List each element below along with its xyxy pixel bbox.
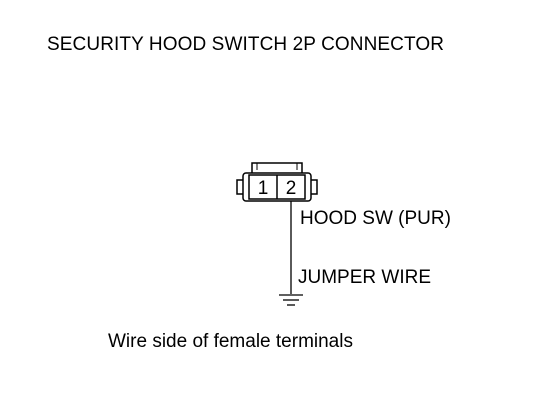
connector-body <box>242 172 312 202</box>
connector-ear-left <box>236 179 243 195</box>
connector-ear-right <box>311 179 318 195</box>
connector-latch <box>251 162 303 173</box>
diagram-title: SECURITY HOOD SWITCH 2P CONNECTOR <box>47 34 445 55</box>
diagram-caption: Wire side of female terminals <box>108 331 353 352</box>
pin-2-label: 2 <box>286 178 297 199</box>
hood-sw-wire-label: HOOD SW (PUR) <box>300 208 451 229</box>
ground-symbol-icon <box>279 294 303 306</box>
connector-2p <box>236 162 318 202</box>
jumper-wire-label: JUMPER WIRE <box>298 267 431 288</box>
pin-1-label: 1 <box>258 178 269 199</box>
